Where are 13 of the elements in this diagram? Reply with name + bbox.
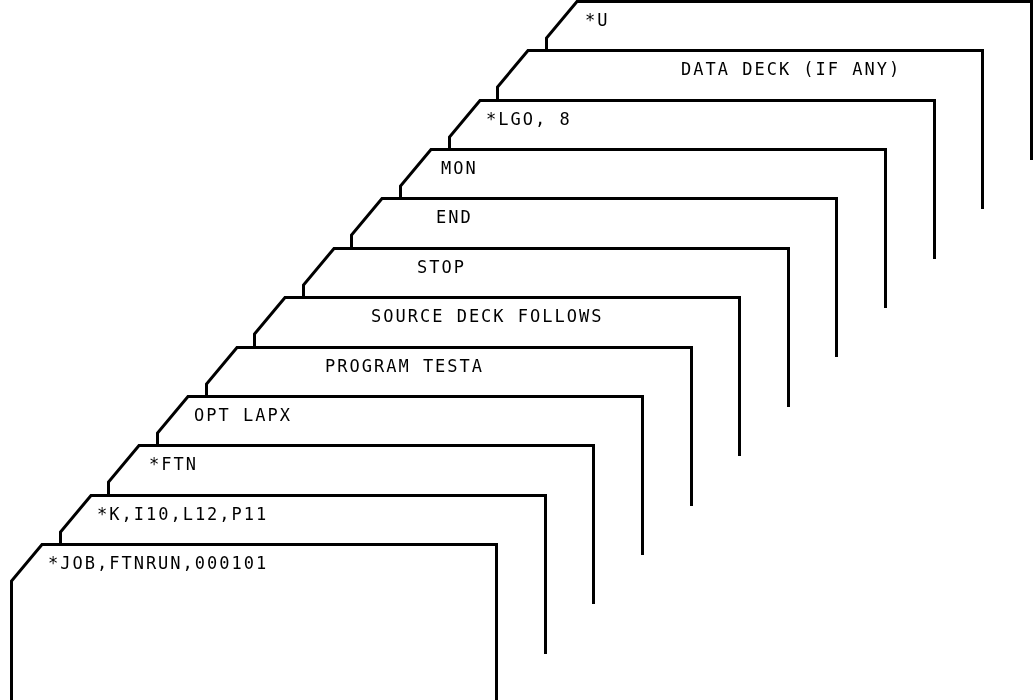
card-text: END — [436, 207, 473, 227]
card-text: *U — [585, 10, 610, 30]
card-text: OPT LAPX — [194, 405, 292, 425]
card-text: STOP — [417, 257, 466, 277]
punch-card — [10, 543, 498, 700]
card-text: MON — [441, 158, 478, 178]
card-text: SOURCE DECK FOLLOWS — [371, 306, 604, 326]
card-text: PROGRAM TESTA — [325, 356, 485, 376]
card-text: *K,I10,L12,P11 — [97, 504, 269, 524]
card-text: *LGO, 8 — [486, 109, 572, 129]
card-text: DATA DECK (IF ANY) — [681, 59, 902, 79]
card-text: *FTN — [149, 454, 198, 474]
card-text: *JOB,FTNRUN,000101 — [48, 553, 269, 573]
